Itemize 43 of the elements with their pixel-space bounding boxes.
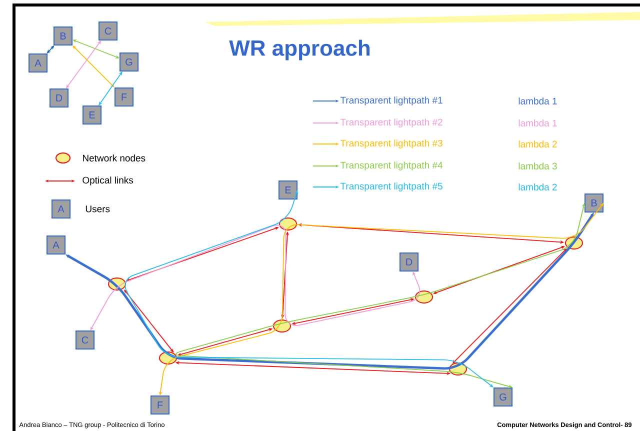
slide-title: WR approach [229,40,370,60]
wavelength-label: lambda 2 [518,184,557,190]
connection-arrow [72,46,114,88]
network-node [159,352,177,364]
network-node [108,278,126,290]
link-arrow [433,246,565,294]
network-node [415,290,433,304]
user-box: A [46,236,66,254]
user-box: G [494,388,512,406]
user-box: F [150,396,170,414]
legend-label: Optical links [82,176,134,186]
user-box: C [98,22,118,40]
user-box: B [54,26,72,46]
network-node [273,320,291,332]
lightpath-arrow [90,224,420,330]
legend-label: Transparent lightpath #2 [340,118,442,128]
connection-arrow [98,72,122,106]
lightpath-arrow [124,190,494,388]
user-box: A [28,54,48,72]
legend-label: Transparent lightpath #1 [340,96,442,106]
wavelength-label: lambda 2 [518,140,557,148]
legend-label: Transparent lightpath #5 [340,182,442,192]
legend-label: Users [86,206,110,212]
network-node [449,362,467,376]
legend-user-sample: A [52,200,70,218]
user-box: E [82,106,102,124]
network-node [279,218,297,230]
connection-arrow [72,40,120,58]
user-box: G [120,52,138,72]
user-box: D [50,88,68,108]
wavelength-label: lambda 1 [518,98,557,104]
user-box: E [278,180,298,200]
wavelength-label: lambda 1 [518,120,557,126]
legend-label: Network nodes [83,154,146,162]
user-box: C [76,330,94,350]
user-box: F [114,88,134,106]
user-box: D [400,252,418,272]
legend-label: Transparent lightpath #3 [340,140,442,148]
wavelength-label: lambda 3 [518,162,557,170]
lightpath-arrow [66,212,594,370]
legend-label: Transparent lightpath #4 [340,162,443,170]
network-node [565,236,583,250]
user-box: B [584,194,604,212]
